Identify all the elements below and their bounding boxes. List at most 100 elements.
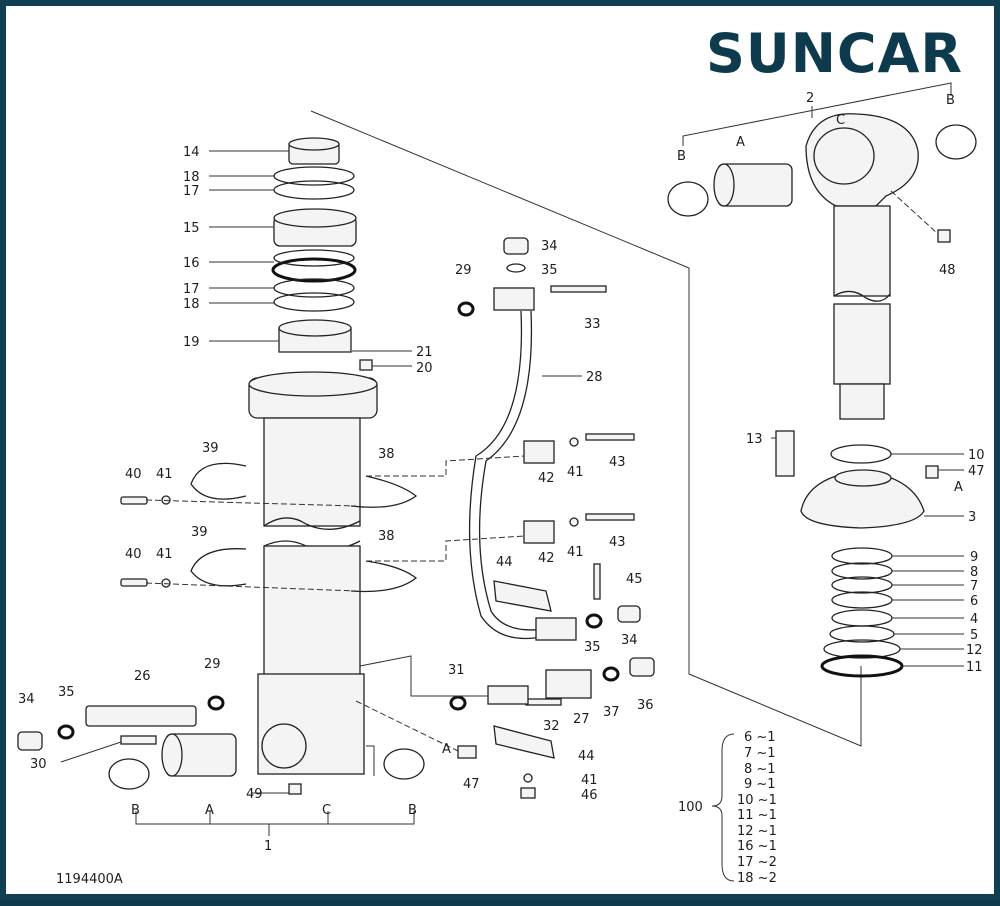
part-49-plug <box>288 783 302 795</box>
callout-41b: 41 <box>567 465 584 480</box>
part-44-clip-upper <box>493 580 552 612</box>
callout-26: 26 <box>134 669 151 684</box>
callout-36: 36 <box>637 698 654 713</box>
callout-3: 3 <box>968 510 976 525</box>
callout-40b: 40 <box>125 547 142 562</box>
seal-B-right-a <box>667 181 709 217</box>
callout-33: 33 <box>584 317 601 332</box>
part-34-cap <box>503 237 529 255</box>
kit-item: 11 ~1 <box>737 808 777 823</box>
kit-item: 7 ~1 <box>744 746 776 761</box>
part-39-clamp-lower <box>190 548 247 587</box>
callout-13: 13 <box>746 432 763 447</box>
callout-44: 44 <box>496 555 513 570</box>
part-9-ring <box>831 547 893 565</box>
part-37-oring <box>602 666 620 682</box>
callout-B-left2: B <box>408 803 417 818</box>
part-47-fitting <box>457 745 477 759</box>
part-43-bolt-lower <box>585 513 635 521</box>
callout-27: 27 <box>573 712 590 727</box>
callout-17b: 17 <box>183 282 200 297</box>
callout-47: 47 <box>463 777 480 792</box>
kit-item: 10 ~1 <box>737 793 777 808</box>
callout-39b: 39 <box>191 525 208 540</box>
seal-B-left <box>108 758 150 790</box>
callout-41e: 41 <box>581 773 598 788</box>
callout-1: 1 <box>264 839 272 854</box>
callout-41d: 41 <box>567 545 584 560</box>
piston-rod-assembly <box>667 113 977 420</box>
tube-flange-mid <box>535 617 577 641</box>
part-28-tube <box>468 310 547 640</box>
part-42-block-lower <box>523 520 555 544</box>
part-35-oring-mid <box>585 613 603 629</box>
kit-brace <box>711 733 735 882</box>
kit-item: 12 ~1 <box>737 824 777 839</box>
part-26-tube <box>85 705 197 727</box>
kit-list: 100 6 ~1 7 ~1 8 ~1 9 ~1 10 ~1 11 ~1 12 ~… <box>678 730 777 886</box>
part-20-plug <box>359 359 373 371</box>
callout-8: 8 <box>970 565 978 580</box>
part-3-gland <box>800 475 925 529</box>
callout-A-r2: A <box>954 480 963 495</box>
callout-37: 37 <box>603 705 620 720</box>
part-42-block-upper <box>523 440 555 464</box>
callout-A-low: A <box>442 742 451 757</box>
callout-A-left: A <box>205 803 214 818</box>
callout-43b: 43 <box>609 535 626 550</box>
callout-A-r: A <box>736 135 745 150</box>
callout-42: 42 <box>538 471 555 486</box>
callout-30: 30 <box>30 757 47 772</box>
callout-48: 48 <box>939 263 956 278</box>
callout-9: 9 <box>970 550 978 565</box>
part-47-fitting-right <box>925 465 939 479</box>
callout-B-left: B <box>131 803 140 818</box>
part-36-cap <box>629 657 655 677</box>
callout-34b: 34 <box>621 633 638 648</box>
part-46-nut <box>520 787 536 799</box>
part-32-bolt <box>525 698 562 706</box>
part-10-wiper <box>830 444 892 464</box>
callout-C-left: C <box>322 803 331 818</box>
kit-label: 100 <box>678 800 703 815</box>
part-6-ring <box>831 591 893 609</box>
leader-lines <box>60 150 964 794</box>
group-bracket-1 <box>135 811 415 825</box>
callout-2: 2 <box>806 91 814 106</box>
callout-41: 41 <box>156 467 173 482</box>
callout-15: 15 <box>183 221 200 236</box>
part-33-bolt <box>550 285 607 293</box>
callout-32: 32 <box>543 719 560 734</box>
part-35-oring-top <box>506 263 526 273</box>
part-43-bolt-upper <box>585 433 635 441</box>
part-29-oring <box>457 301 475 317</box>
callout-35: 35 <box>541 263 558 278</box>
callout-18b: 18 <box>183 297 200 312</box>
part-11-ring <box>820 654 904 678</box>
callout-49: 49 <box>246 787 263 802</box>
part-27-flange <box>545 669 592 699</box>
part-18-ring <box>273 166 355 186</box>
callout-38: 38 <box>378 447 395 462</box>
kit-item: 9 ~1 <box>744 777 776 792</box>
callout-34c: 34 <box>18 692 35 707</box>
part-17-ring <box>273 180 355 200</box>
kit-item: 16 ~1 <box>737 839 777 854</box>
part-38-clamp-upper <box>350 475 418 508</box>
callout-38b: 38 <box>378 529 395 544</box>
part-44-clip-lower <box>493 725 555 759</box>
callout-41c: 41 <box>156 547 173 562</box>
part-16-seal <box>271 257 357 283</box>
callout-42b: 42 <box>538 551 555 566</box>
logo-text: SUNCAR <box>706 22 963 84</box>
group-bracket-2 <box>682 82 952 146</box>
suncar-logo: SUNCAR <box>706 22 963 84</box>
kit-item: 6 ~1 <box>744 730 776 745</box>
gland-group <box>775 430 939 678</box>
callout-12: 12 <box>966 643 983 658</box>
part-4-ring <box>831 609 893 627</box>
callout-45: 45 <box>626 572 643 587</box>
seal-B-right-b <box>935 124 977 160</box>
callout-B-r2: B <box>946 93 955 108</box>
